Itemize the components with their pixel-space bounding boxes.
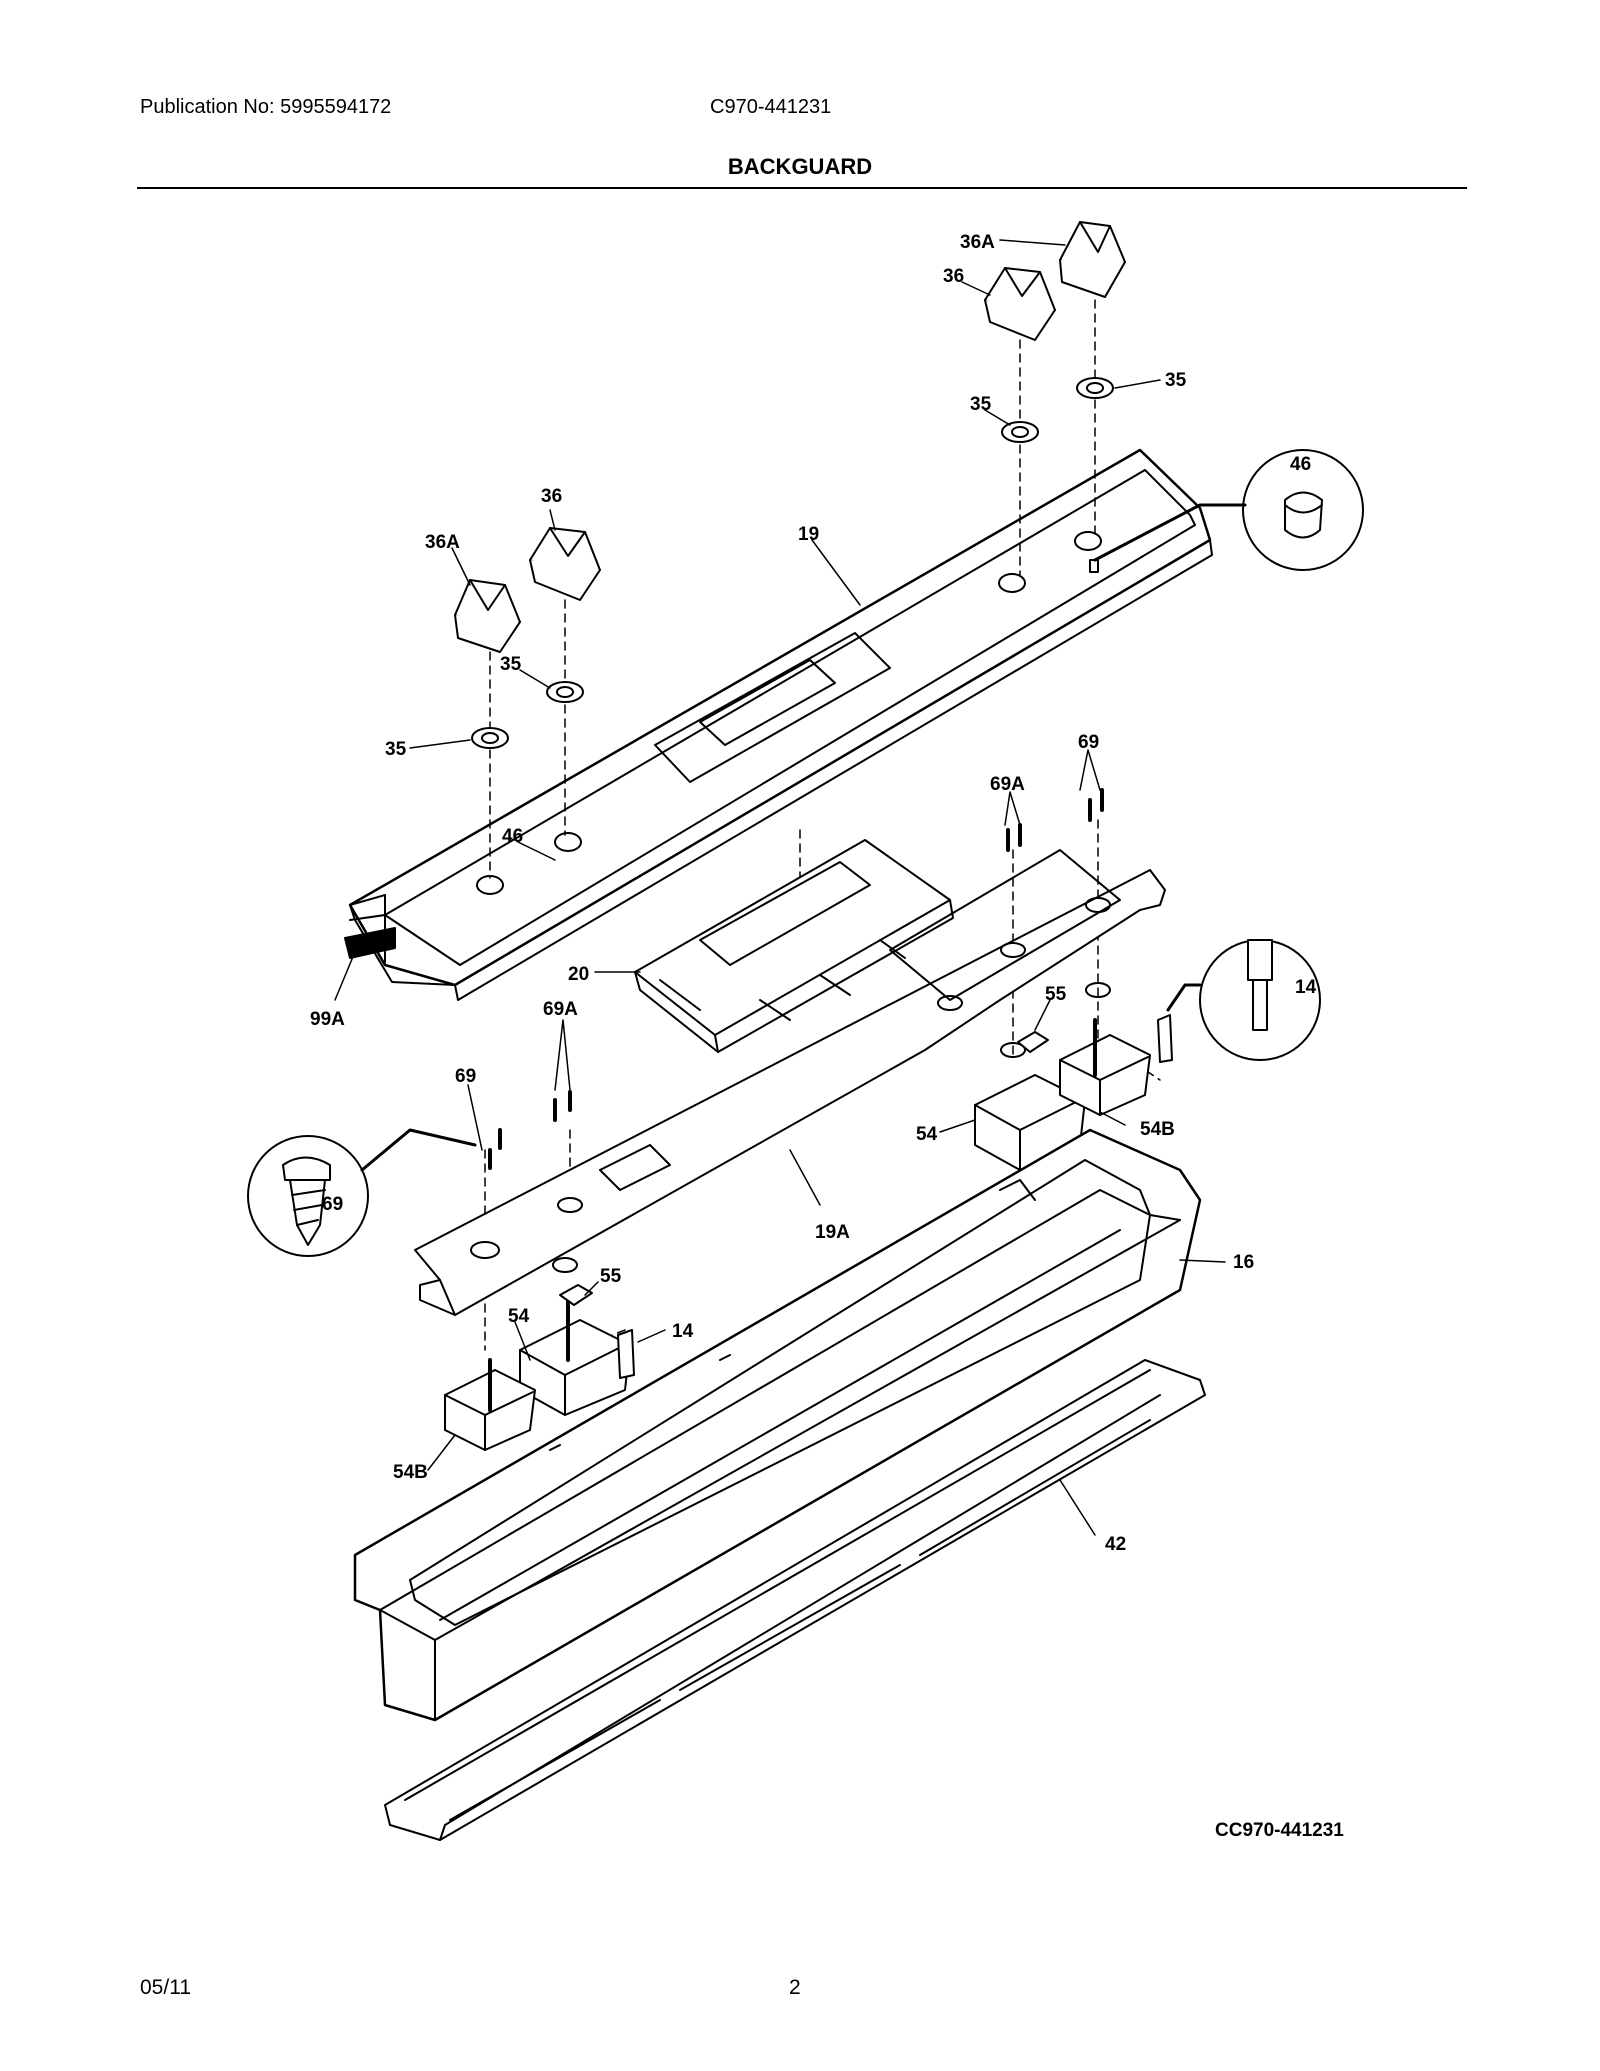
control-board-20 [634,839,954,1053]
label-19A: 19A [815,1222,850,1243]
knob-36A-left [454,579,521,653]
knob-46-callout [1089,449,1364,573]
label-20: 20 [568,964,589,985]
footer-date: 05/11 [140,1976,191,1999]
label-55-left: 55 [600,1266,622,1287]
knob-36A-top [1059,221,1126,298]
label-69-callout: 69 [322,1194,343,1215]
label-99A: 99A [310,1009,345,1030]
label-46-left: 46 [502,826,523,847]
publication-number: Publication No: 5995594172 [140,96,392,118]
switch-54-right [974,1074,1086,1171]
model-number: C970-441231 [710,96,832,118]
label-54B-left: 54B [393,1462,428,1483]
label-14-right: 14 [1295,977,1317,998]
label-42: 42 [1105,1534,1126,1555]
label-19: 19 [798,524,819,545]
label-35-top-right: 35 [1165,370,1187,391]
label-55-right: 55 [1045,984,1067,1005]
screws-69 [488,788,1104,1170]
trim-42 [384,1359,1206,1841]
switch-55-right [1017,1031,1049,1053]
backguard-housing-16 [353,1128,1202,1722]
indicator-light-14-right [1157,939,1321,1063]
label-35-left: 35 [385,739,407,760]
page-title: BACKGUARD [727,154,873,179]
label-54-left: 54 [508,1306,530,1327]
label-69-left: 69 [455,1066,476,1087]
leader-lines [334,239,1226,1536]
label-36A-top: 36A [960,232,995,253]
label-69A-right: 69A [990,774,1025,795]
label-54B-right: 54B [1140,1119,1175,1140]
label-36A-left: 36A [425,532,460,553]
label-69A-left: 69A [543,999,578,1020]
switch-54-left [519,1298,631,1416]
knob-36-top [984,267,1056,341]
knob-36-left [529,527,601,601]
label-14-left: 14 [672,1321,694,1342]
label-36-left: 36 [541,486,562,507]
mounting-bracket-19A [414,849,1166,1316]
control-panel-19 [344,448,1213,1001]
label-35-mid: 35 [500,654,522,675]
label-16: 16 [1233,1252,1254,1273]
indicator-light-14-left [617,1329,635,1379]
label-46-top: 46 [1290,454,1311,475]
switch-54B-right [1059,1018,1151,1116]
header-rule [137,187,1467,189]
label-35-top-left: 35 [970,394,992,415]
part-labels: 36A 36 35 35 46 36 36A 19 35 35 46 69 69… [310,232,1317,1555]
label-54-right: 54 [916,1124,938,1145]
diagram-reference-code: CC970-441231 [1215,1820,1344,1841]
label-36-top: 36 [943,266,964,287]
switch-54B-left [444,1358,536,1451]
switch-55-left [559,1284,593,1306]
screw-69-callout [247,1128,477,1257]
page-number: 2 [789,1976,801,1999]
label-69-right: 69 [1078,732,1099,753]
